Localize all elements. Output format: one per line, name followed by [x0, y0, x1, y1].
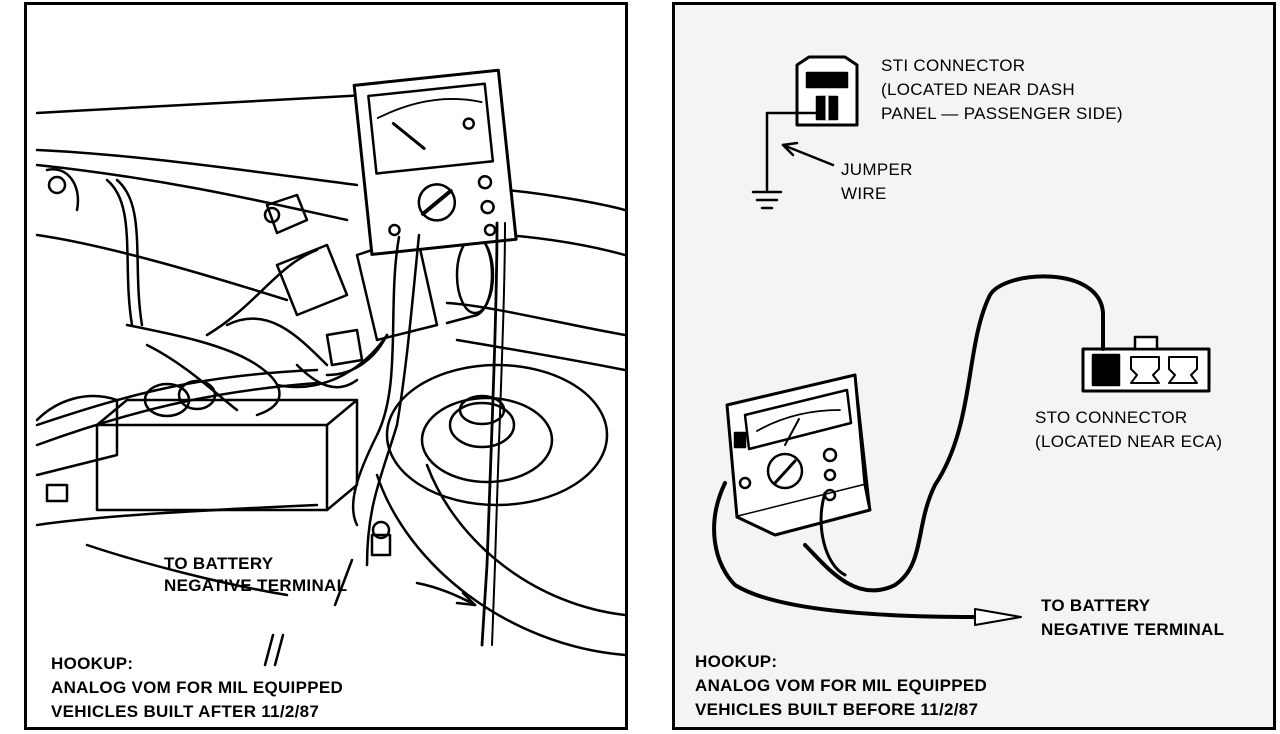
sto-label-line2: (LOCATED NEAR ECA) [1035, 432, 1223, 451]
caption-line2: ANALOG VOM FOR MIL EQUIPPED [695, 676, 988, 695]
sto-connector-icon [1081, 335, 1211, 393]
battery-label-line1: TO BATTERY [1041, 596, 1151, 615]
connector-diagram [712, 55, 1211, 626]
caption-line2: ANALOG VOM FOR MIL EQUIPPED [51, 678, 344, 697]
battery-label-line2: NEGATIVE TERMINAL [1041, 620, 1225, 639]
jumper-label-line1: JUMPER [841, 160, 913, 179]
caption-title: HOOKUP: [695, 652, 778, 671]
engine-hookup-panel: TO BATTERY NEGATIVE TERMINAL HOOKUP: ANA… [24, 2, 628, 730]
vom-meter-icon [725, 373, 872, 537]
caption-line3: VEHICLES BUILT AFTER 11/2/87 [51, 702, 320, 721]
caption-title: HOOKUP: [51, 654, 134, 673]
sti-label-line2: (LOCATED NEAR DASH [881, 80, 1076, 99]
battery-label-line2: NEGATIVE TERMINAL [164, 576, 348, 595]
sti-connector-icon [795, 55, 859, 127]
jumper-label-line2: WIRE [841, 184, 887, 203]
sti-label-line1: STI CONNECTOR [881, 56, 1026, 75]
caption-line3: VEHICLES BUILT BEFORE 11/2/87 [695, 700, 979, 719]
connector-hookup-panel: STI CONNECTOR (LOCATED NEAR DASH PANEL —… [672, 2, 1276, 730]
sto-label-line1: STO CONNECTOR [1035, 408, 1188, 427]
battery-label-line1: TO BATTERY [164, 554, 274, 573]
engine-bay-illustration [35, 68, 625, 667]
sti-label-line3: PANEL — PASSENGER SIDE) [881, 104, 1123, 123]
